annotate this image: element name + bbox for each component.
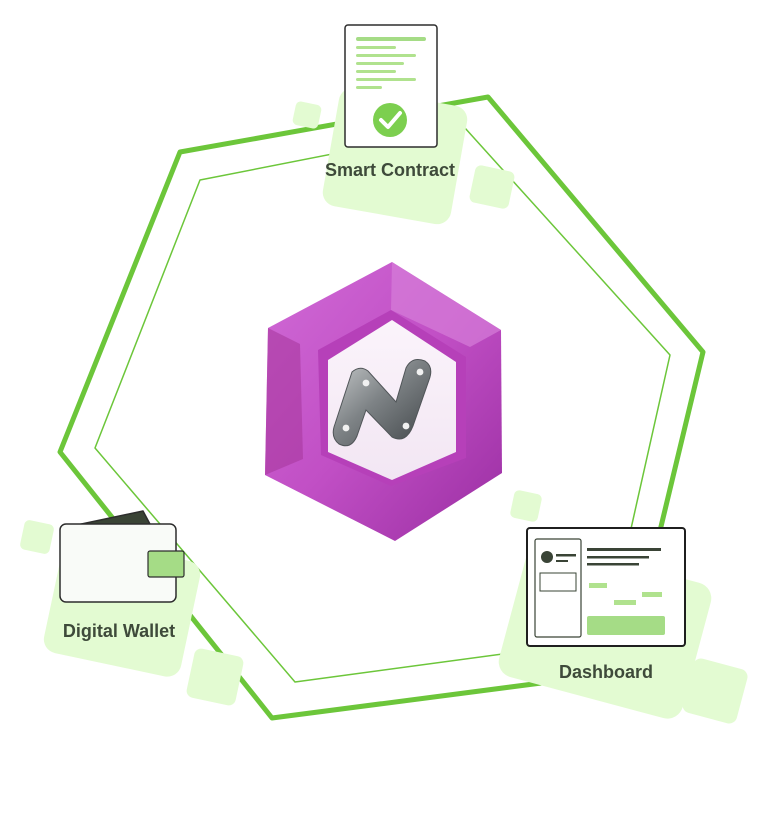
node-label-digital-wallet: Digital Wallet [63,621,175,641]
tile-accent [20,520,54,554]
n-logo-icon [332,359,432,447]
center-logo [265,262,502,541]
tile-accent [186,648,244,706]
dashboard-window-icon [526,527,686,647]
wallet-icon [59,510,185,603]
node-dashboard: Dashboard [498,490,748,724]
avatar [541,551,553,563]
tile-accent [292,101,322,129]
tile-accent [469,165,515,209]
tile-accent [510,490,542,522]
node-digital-wallet: Digital Wallet [20,510,244,706]
tile-accent [682,658,748,724]
contract-document-icon [344,24,438,148]
node-smart-contract: Smart Contract [292,24,515,225]
check-icon [373,103,407,137]
node-label-smart-contract: Smart Contract [325,160,455,180]
node-label-dashboard: Dashboard [559,662,653,682]
